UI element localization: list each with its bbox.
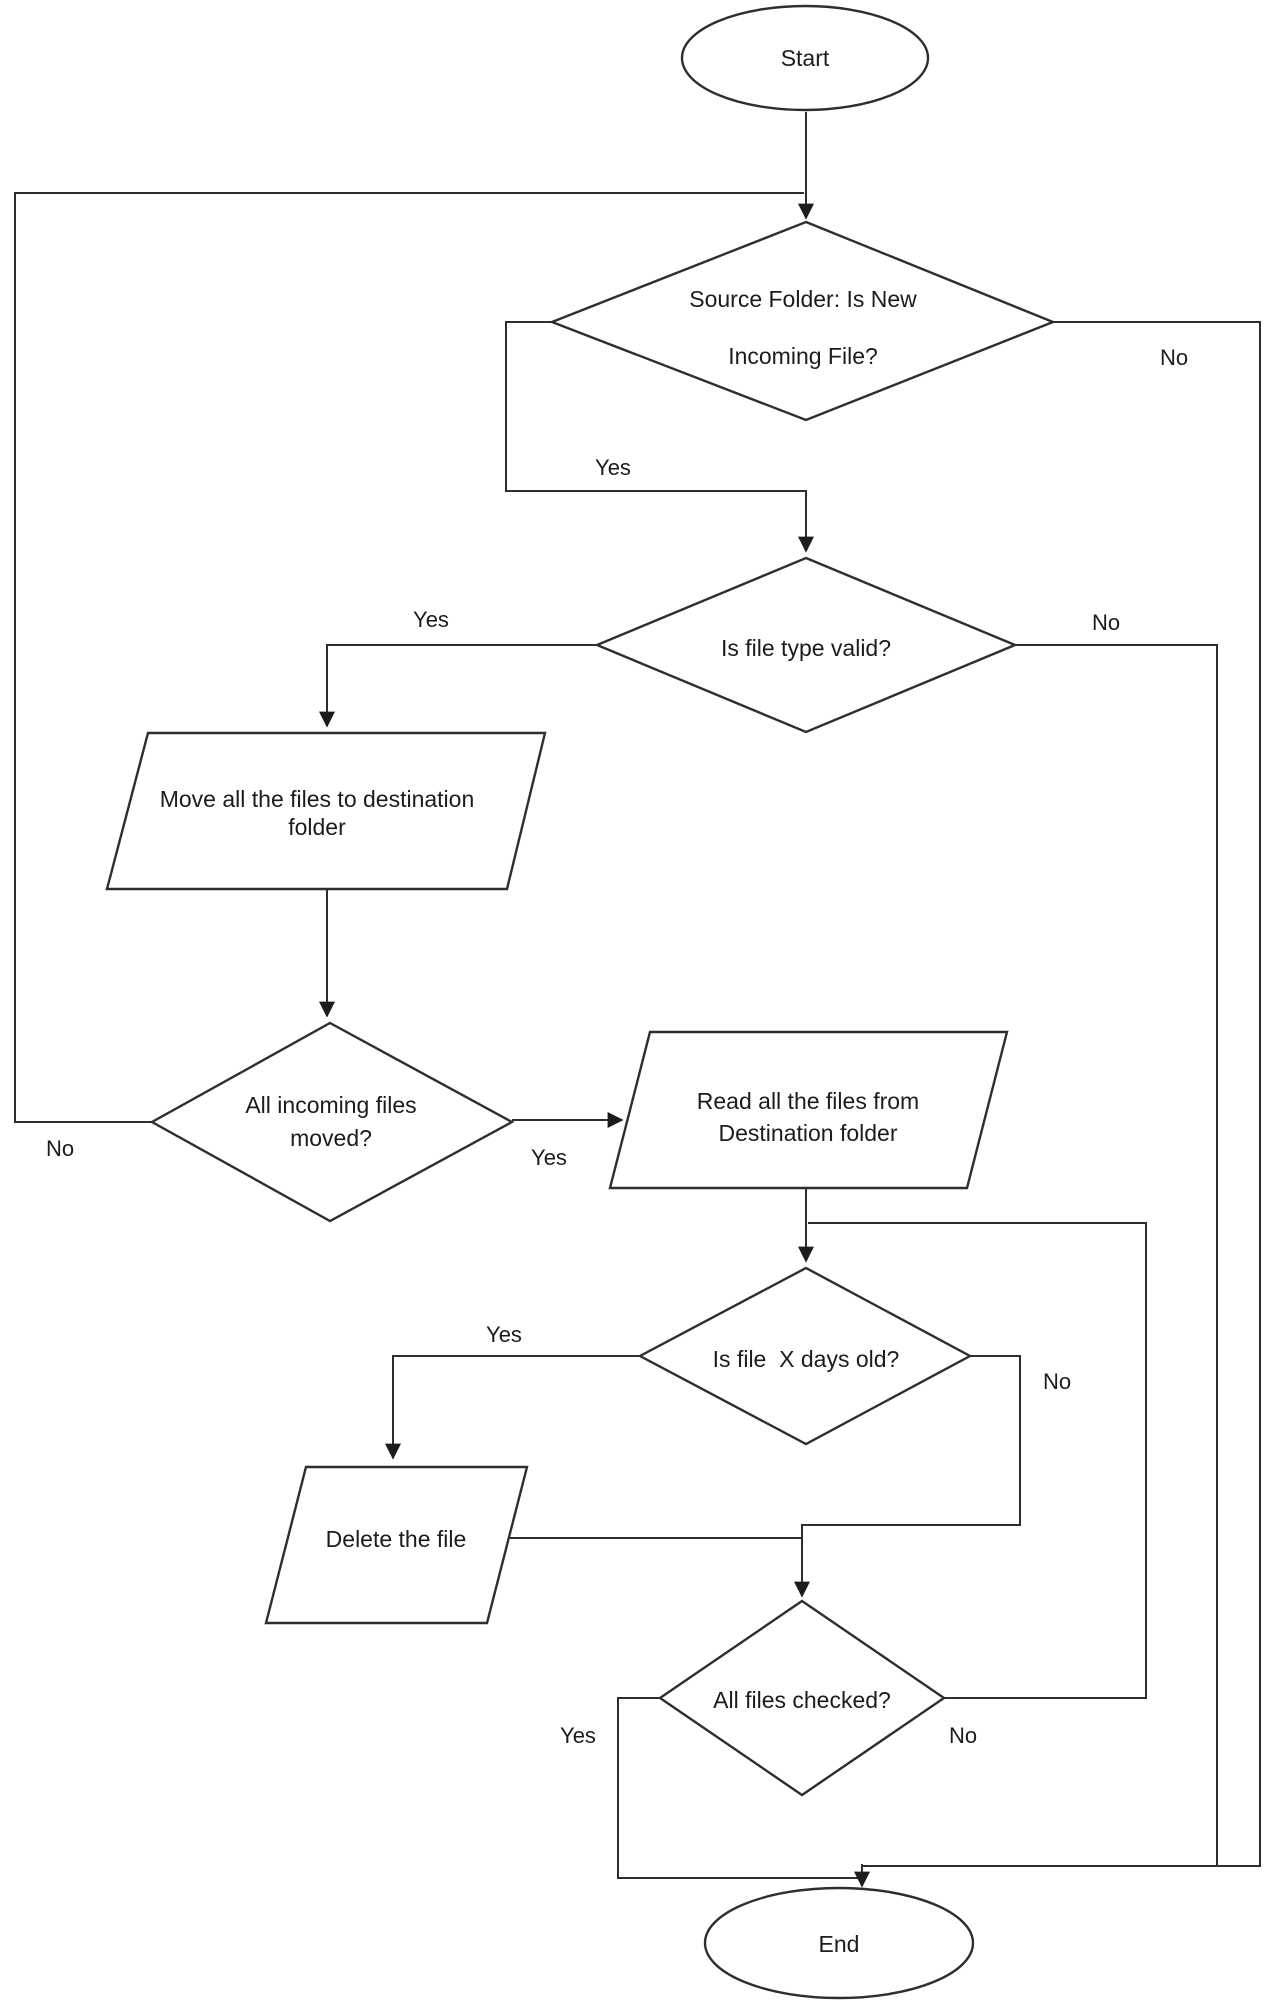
- label-source-check-no: No: [1160, 345, 1188, 370]
- decision-source-folder: [548, 220, 1057, 422]
- edge-moved-check-no-return: [14, 192, 804, 1123]
- edge-source-check-no: [862, 321, 1261, 1867]
- decision-file-type-label: Is file type valid?: [721, 635, 891, 661]
- edge-age-check-yes: [385, 1355, 640, 1460]
- label-source-check-yes: Yes: [595, 455, 631, 480]
- decision-all-moved-label-line1: All incoming files: [245, 1092, 416, 1118]
- process-read-files: [608, 1030, 1009, 1190]
- process-move-files-label-line1: Move all the files to destination: [160, 786, 475, 812]
- edge-source-check-yes: [505, 321, 814, 553]
- label-all-checked-yes: Yes: [560, 1723, 596, 1748]
- label-file-age-yes: Yes: [486, 1322, 522, 1347]
- end-label: End: [819, 1931, 860, 1957]
- edge-labels: Yes No Yes No No Yes Yes No Yes No: [46, 345, 1188, 1748]
- label-all-moved-no: No: [46, 1136, 74, 1161]
- process-read-files-label-line2: Destination folder: [719, 1120, 898, 1146]
- decision-all-checked: [657, 1599, 947, 1797]
- decision-file-age-label: Is file X days old?: [713, 1346, 900, 1372]
- process-read-files-label-line1: Read all the files from: [697, 1088, 919, 1114]
- edge-checked-yes: [617, 1697, 861, 1879]
- edge-checked-no-return: [808, 1222, 1147, 1699]
- decision-all-moved-label-line2: moved?: [290, 1125, 372, 1151]
- label-file-type-no: No: [1092, 610, 1120, 635]
- decision-file-type: [593, 556, 1019, 734]
- label-file-age-no: No: [1043, 1369, 1071, 1394]
- process-delete-file: [264, 1465, 529, 1625]
- nodes: Start Source Folder: Is New Incoming Fil…: [105, 4, 1057, 2000]
- edge-file-type-no: [1015, 644, 1218, 1865]
- label-all-checked-no: No: [949, 1723, 977, 1748]
- start-node: [680, 4, 930, 112]
- label-file-type-yes: Yes: [413, 607, 449, 632]
- decision-file-age: [637, 1266, 973, 1446]
- end-node: [703, 1886, 975, 2000]
- process-delete-file-label: Delete the file: [326, 1526, 467, 1552]
- start-label: Start: [781, 45, 830, 71]
- label-all-moved-yes: Yes: [531, 1145, 567, 1170]
- edges: [14, 112, 1261, 1888]
- process-move-files-label-line2: folder: [288, 814, 346, 840]
- decision-all-checked-label: All files checked?: [713, 1687, 891, 1713]
- decision-all-moved: [149, 1021, 515, 1223]
- edge-age-check-no: [794, 1355, 1021, 1598]
- decision-source-folder-label-line1: Source Folder: Is New: [689, 286, 917, 312]
- decision-source-folder-label-line2: Incoming File?: [728, 343, 878, 369]
- process-move-files: [105, 731, 547, 891]
- edge-file-type-yes: [319, 644, 597, 728]
